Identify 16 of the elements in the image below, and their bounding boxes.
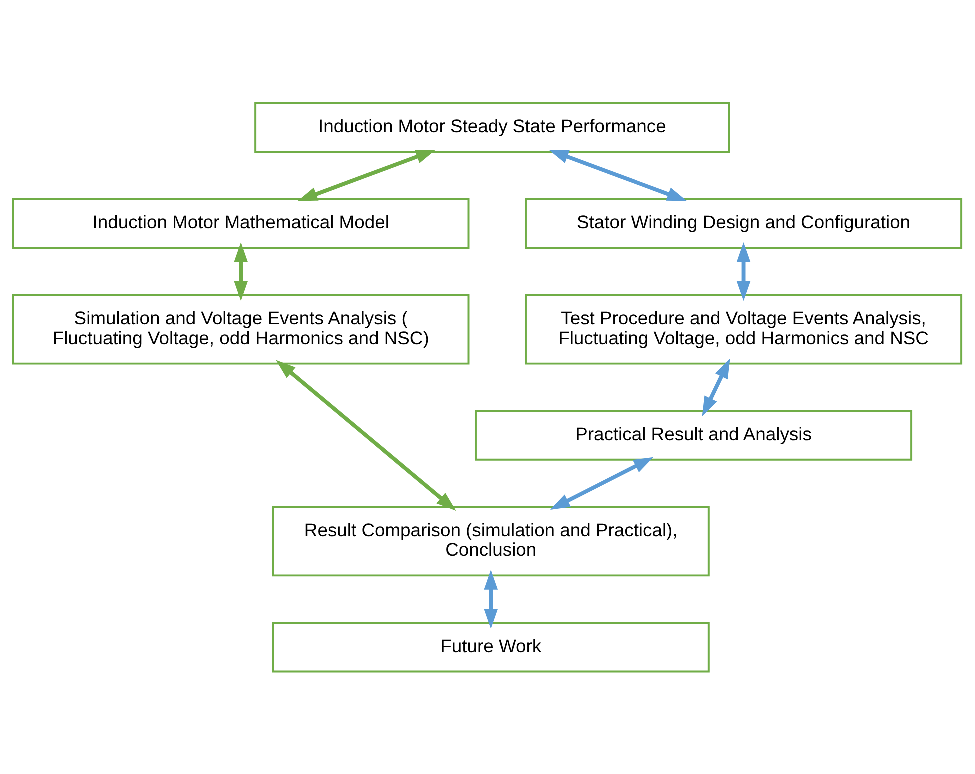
arrow — [484, 570, 498, 628]
arrow — [548, 149, 688, 201]
node-box: Simulation and Voltage Events Analysis ( Fluctuating Voltage, odd Harmonics and NSC) — [12, 294, 470, 364]
node-box: Future Work — [272, 622, 710, 672]
arrow — [276, 360, 456, 510]
node-box: Induction Motor Steady State Performance — [254, 102, 730, 152]
node-box: Result Comparison (simulation and Practical), Conclusion — [272, 506, 710, 576]
arrow — [298, 149, 436, 201]
node-box: Stator Winding Design and Configuration — [525, 198, 963, 248]
arrow — [234, 242, 248, 301]
arrow — [702, 358, 730, 416]
node-box: Practical Result and Analysis — [475, 410, 913, 460]
node-box: Test Procedure and Voltage Events Analysis, Fluctuating Voltage, odd Harmonics and NSC — [525, 294, 963, 364]
arrow — [736, 242, 751, 301]
arrow — [550, 456, 654, 510]
node-box: Induction Motor Mathematical Model — [12, 198, 470, 248]
